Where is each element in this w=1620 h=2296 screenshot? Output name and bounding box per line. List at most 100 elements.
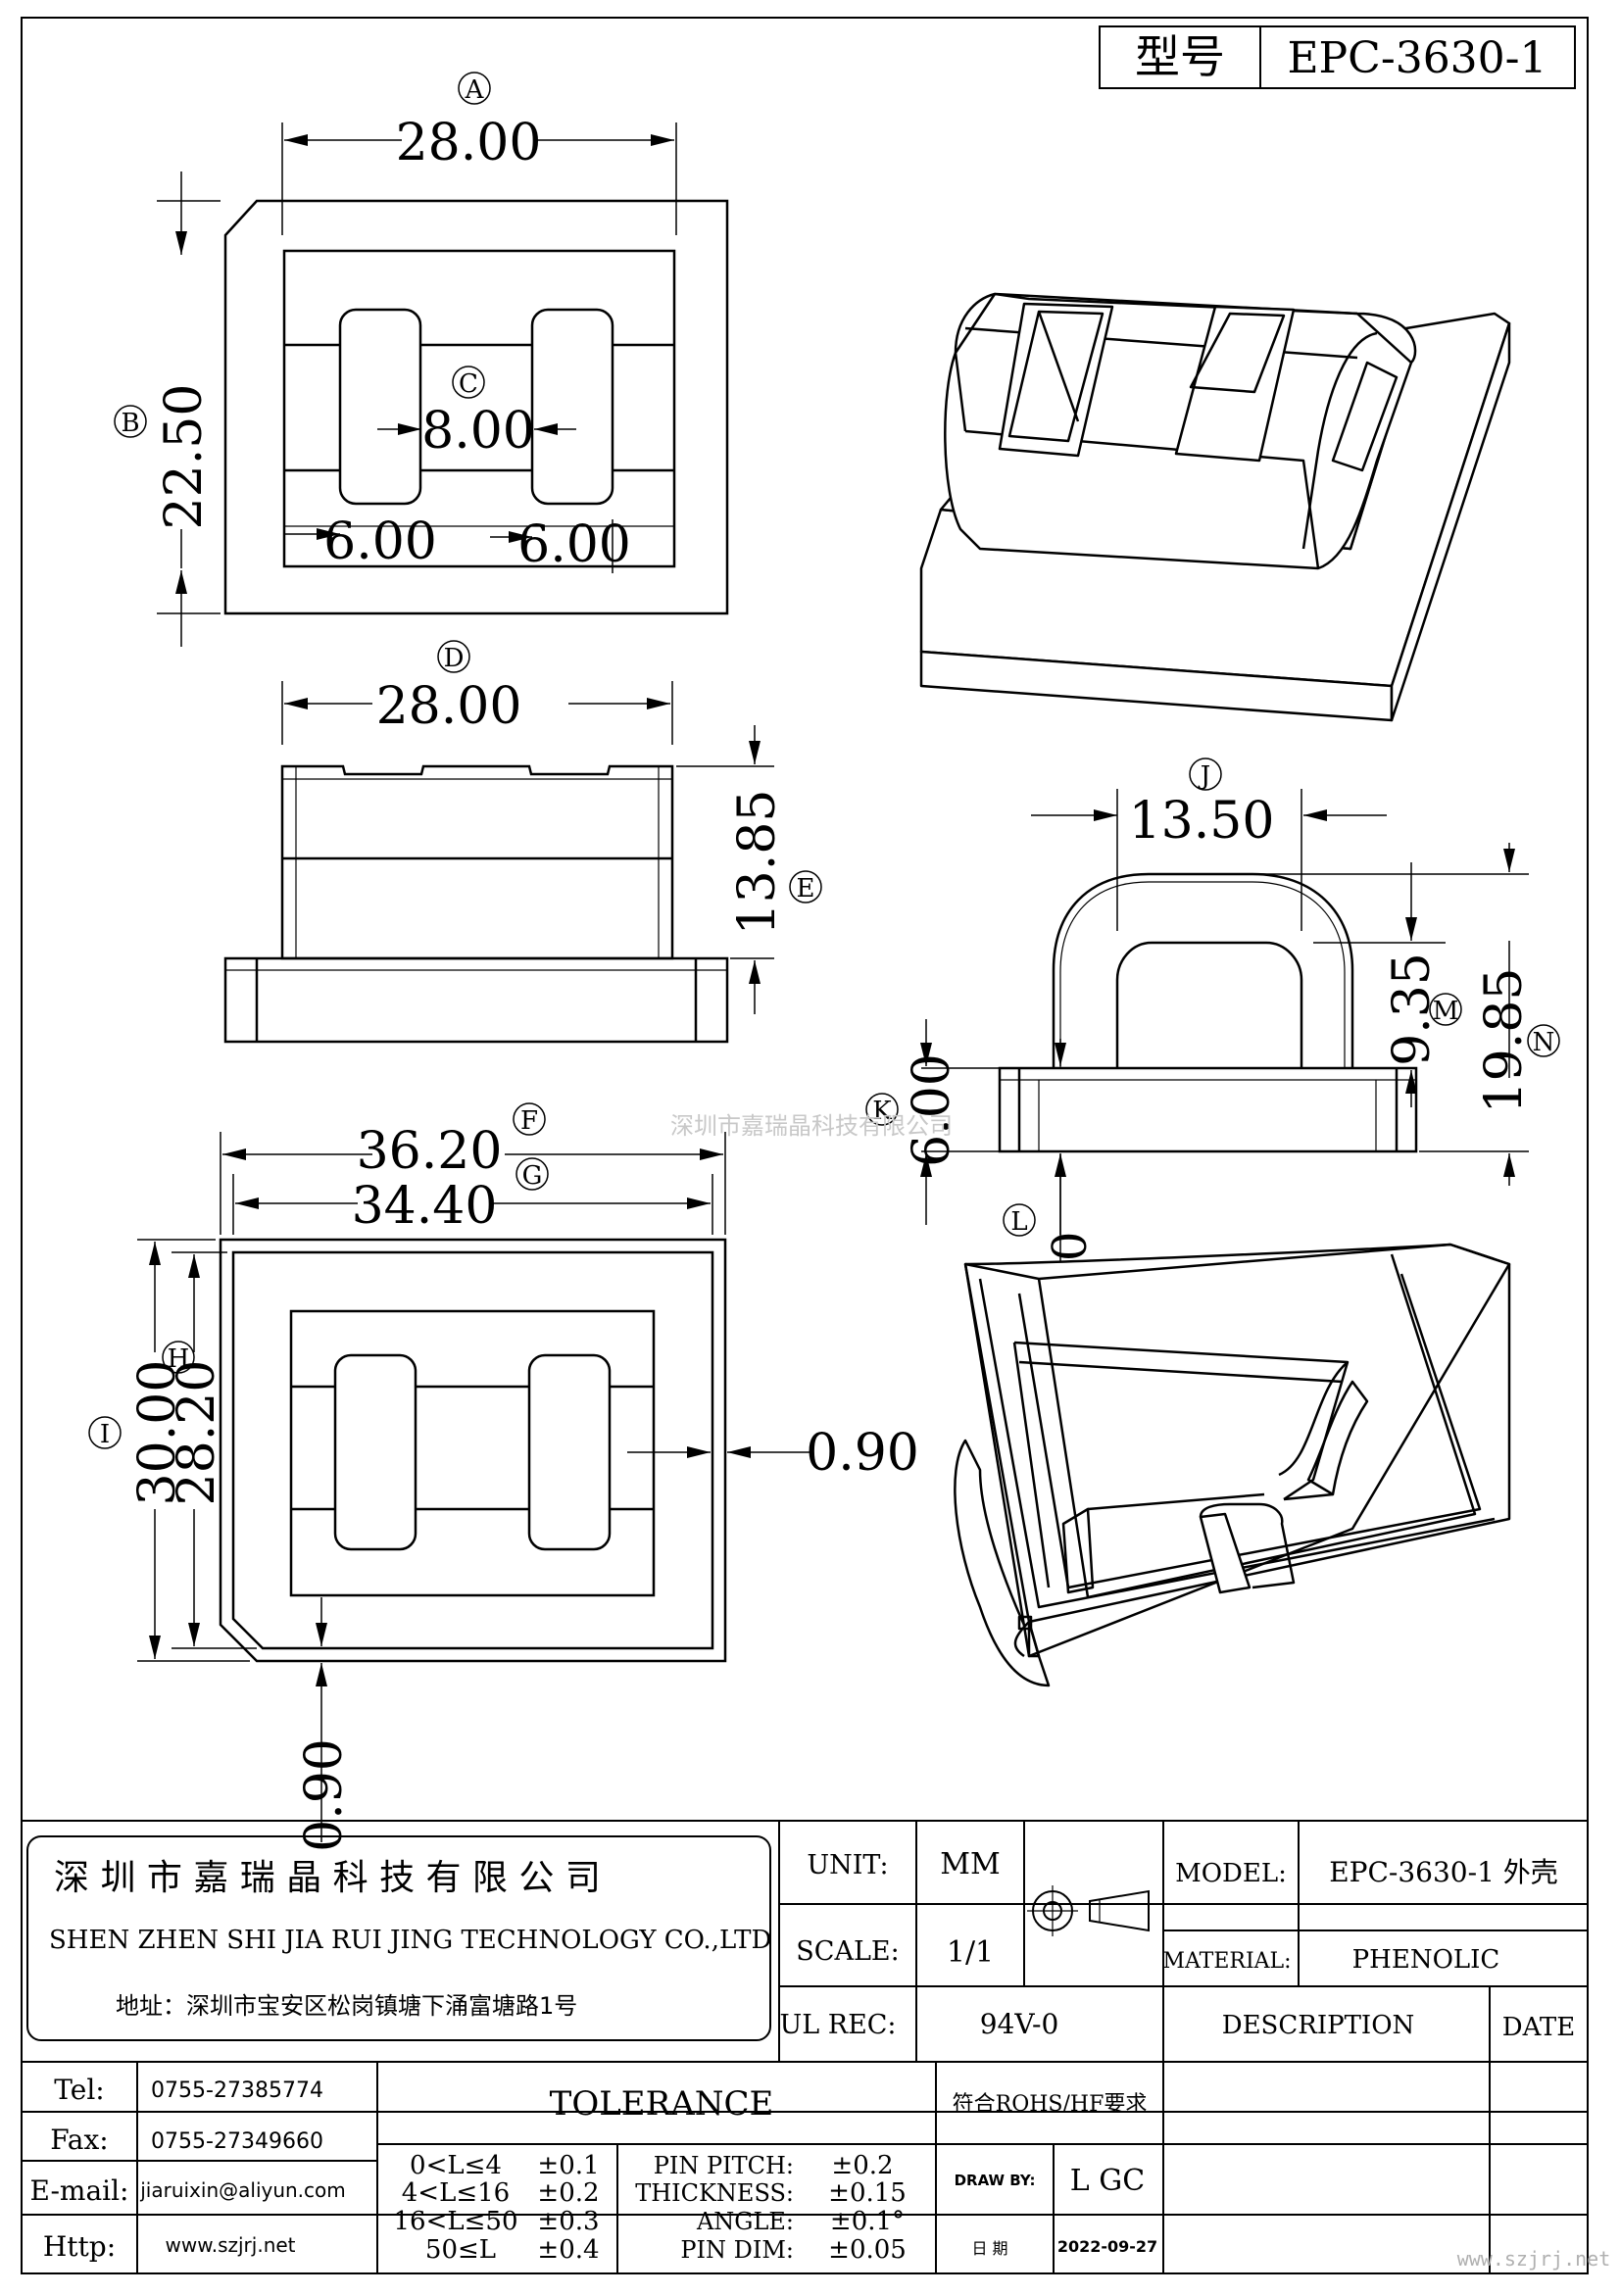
unit-value: MM bbox=[940, 1847, 1000, 1881]
dim-j-circle: J bbox=[1198, 761, 1210, 791]
dim-b-value: 22.50 bbox=[155, 384, 214, 530]
drawn-by-value: L GC bbox=[1070, 2164, 1145, 2198]
dim-f-value: 36.20 bbox=[357, 1122, 503, 1181]
http-value: www.szjrj.net bbox=[165, 2233, 295, 2257]
fax-label: Fax: bbox=[50, 2124, 108, 2156]
title-block-text: 深 圳 市 嘉 瑞 晶 科 技 有 限 公 司 SHEN ZHEN SHI JI… bbox=[29, 1847, 1610, 2271]
ul-rec-value: 94V-0 bbox=[980, 2008, 1059, 2040]
scale-value: 1/1 bbox=[947, 1935, 994, 1970]
dim-m-circle: M bbox=[1433, 997, 1459, 1026]
tel-value: 0755-27385774 bbox=[151, 2078, 323, 2103]
tol-value-2: ±0.2 bbox=[537, 2178, 599, 2208]
pin-pitch-label: PIN PITCH: bbox=[654, 2152, 794, 2179]
dim-d-circle: D bbox=[444, 644, 465, 673]
pin-dim-value: ±0.05 bbox=[828, 2235, 907, 2265]
bottom-view bbox=[219, 1238, 727, 1663]
bottom-view-dimensions bbox=[137, 1132, 813, 1842]
dim-m-value: 9.35 bbox=[1383, 953, 1442, 1066]
thickness-value: ±0.15 bbox=[828, 2178, 907, 2208]
unit-label: UNIT: bbox=[807, 1850, 888, 1881]
description-label: DESCRIPTION bbox=[1222, 2011, 1415, 2040]
front-view-dimensions bbox=[281, 681, 774, 1014]
angle-label: ANGLE: bbox=[696, 2208, 794, 2235]
model-label: MODEL: bbox=[1175, 1859, 1287, 1888]
dim-k-circle: K bbox=[872, 1097, 892, 1126]
angle-value: ±0.1° bbox=[830, 2207, 905, 2236]
date-label: DATE bbox=[1502, 2013, 1576, 2042]
dim-g-value: 34.40 bbox=[352, 1177, 498, 1236]
bottom-view-labels: 36.20 F 34.40 G 30.00 I 28.20 H 0.90 0.9… bbox=[88, 1102, 919, 1852]
dim-h-circle: H bbox=[168, 1344, 190, 1374]
dim-d-value: 28.00 bbox=[376, 677, 522, 736]
dim-e-value: 13.85 bbox=[728, 790, 787, 936]
dim-c-left-value: 6.00 bbox=[323, 513, 437, 571]
email-value: jiaruixin@aliyun.com bbox=[139, 2178, 346, 2202]
email-label: E-mail: bbox=[29, 2174, 128, 2207]
dim-wall-bottom-value: 0.90 bbox=[295, 1738, 354, 1852]
date-row-value: 2022-09-27 bbox=[1057, 2237, 1157, 2256]
pin-pitch-value: ±0.2 bbox=[831, 2151, 893, 2180]
tol-value-1: ±0.1 bbox=[537, 2151, 599, 2180]
isometric-view-bottom bbox=[954, 1243, 1511, 1687]
top-view-labels: A 28.00 B 22.50 C 8.00 6.00 6.00 bbox=[114, 72, 631, 574]
scale-label: SCALE: bbox=[796, 1936, 899, 1967]
thickness-label: THICKNESS: bbox=[635, 2179, 794, 2207]
dim-k-value: 6.00 bbox=[903, 1053, 961, 1167]
top-view-dimensions bbox=[157, 122, 677, 647]
side-view bbox=[998, 872, 1418, 1153]
dim-h-value: 28.20 bbox=[168, 1360, 226, 1506]
front-view-labels: D 28.00 13.85 E bbox=[376, 640, 822, 936]
tol-value-4: ±0.4 bbox=[537, 2235, 599, 2265]
http-label: Http: bbox=[43, 2230, 116, 2263]
dim-e-circle: E bbox=[797, 874, 815, 904]
sheet-border bbox=[21, 17, 1589, 2274]
fax-value: 0755-27349660 bbox=[151, 2129, 323, 2154]
drawn-by-label: DRAW BY: bbox=[955, 2172, 1036, 2189]
watermark: 深圳市嘉瑞晶科技有限公司 bbox=[670, 1112, 953, 1140]
company-address: 地址：深圳市宝安区松岗镇塘下涌富塘路1号 bbox=[116, 1992, 577, 2020]
dim-a-value: 28.00 bbox=[396, 114, 542, 172]
material-label: MATERIAL: bbox=[1162, 1949, 1291, 1974]
dim-n-circle: N bbox=[1533, 1028, 1555, 1057]
dim-a-circle: A bbox=[465, 75, 485, 105]
tol-range-1: 0<L≤4 bbox=[410, 2151, 502, 2180]
website-corner: www.szjrj.net bbox=[1457, 2247, 1611, 2271]
dim-f-circle: F bbox=[520, 1106, 538, 1136]
tol-range-4: 50≤L bbox=[425, 2235, 496, 2265]
dim-g-circle: G bbox=[522, 1161, 543, 1191]
tolerance-title: TOLERANCE bbox=[550, 2084, 774, 2124]
tol-range-3: 16<L≤50 bbox=[393, 2207, 517, 2236]
dim-n-value: 19.85 bbox=[1475, 968, 1534, 1114]
company-name-en: SHEN ZHEN SHI JIA RUI JING TECHNOLOGY CO… bbox=[49, 1926, 771, 1955]
front-view bbox=[223, 764, 729, 1044]
side-view-labels: J 13.50 9.35 M 19.85 N K 6.00 L 5.10 bbox=[865, 757, 1560, 1336]
dim-i-value: 30.00 bbox=[128, 1360, 187, 1506]
tol-value-3: ±0.3 bbox=[537, 2207, 599, 2236]
title-box: 型号 EPC-3630-1 bbox=[1099, 25, 1576, 89]
dim-c-value: 8.00 bbox=[421, 402, 535, 461]
material-value: PHENOLIC bbox=[1352, 1945, 1500, 1975]
compliance-note: 符合ROHS/HF要求 bbox=[953, 2092, 1148, 2117]
dim-c-circle: C bbox=[459, 369, 478, 399]
dim-wall-right-value: 0.90 bbox=[806, 1424, 919, 1483]
model-label-cn: 型号 bbox=[1135, 30, 1225, 83]
top-view bbox=[223, 199, 729, 615]
model-number: EPC-3630-1 bbox=[1287, 33, 1546, 83]
title-block bbox=[22, 1820, 1588, 2273]
ul-rec-label: UL REC: bbox=[779, 2010, 896, 2040]
projection-symbol bbox=[1027, 1885, 1150, 1936]
dim-b-circle: B bbox=[121, 409, 139, 438]
dim-i-circle: I bbox=[100, 1420, 110, 1449]
dim-c-right-value: 6.00 bbox=[517, 515, 631, 574]
dim-j-value: 13.50 bbox=[1129, 792, 1275, 851]
tel-label: Tel: bbox=[54, 2074, 104, 2106]
isometric-view-top bbox=[919, 292, 1511, 722]
company-name-cn: 深 圳 市 嘉 瑞 晶 科 技 有 限 公 司 bbox=[54, 1858, 601, 1898]
model-value: EPC-3630-1 外壳 bbox=[1329, 1856, 1558, 1888]
tol-range-2: 4<L≤16 bbox=[402, 2178, 510, 2208]
pin-dim-label: PIN DIM: bbox=[680, 2236, 794, 2264]
dim-l-circle: L bbox=[1010, 1207, 1027, 1237]
date-row-label: 日 期 bbox=[971, 2239, 1007, 2258]
